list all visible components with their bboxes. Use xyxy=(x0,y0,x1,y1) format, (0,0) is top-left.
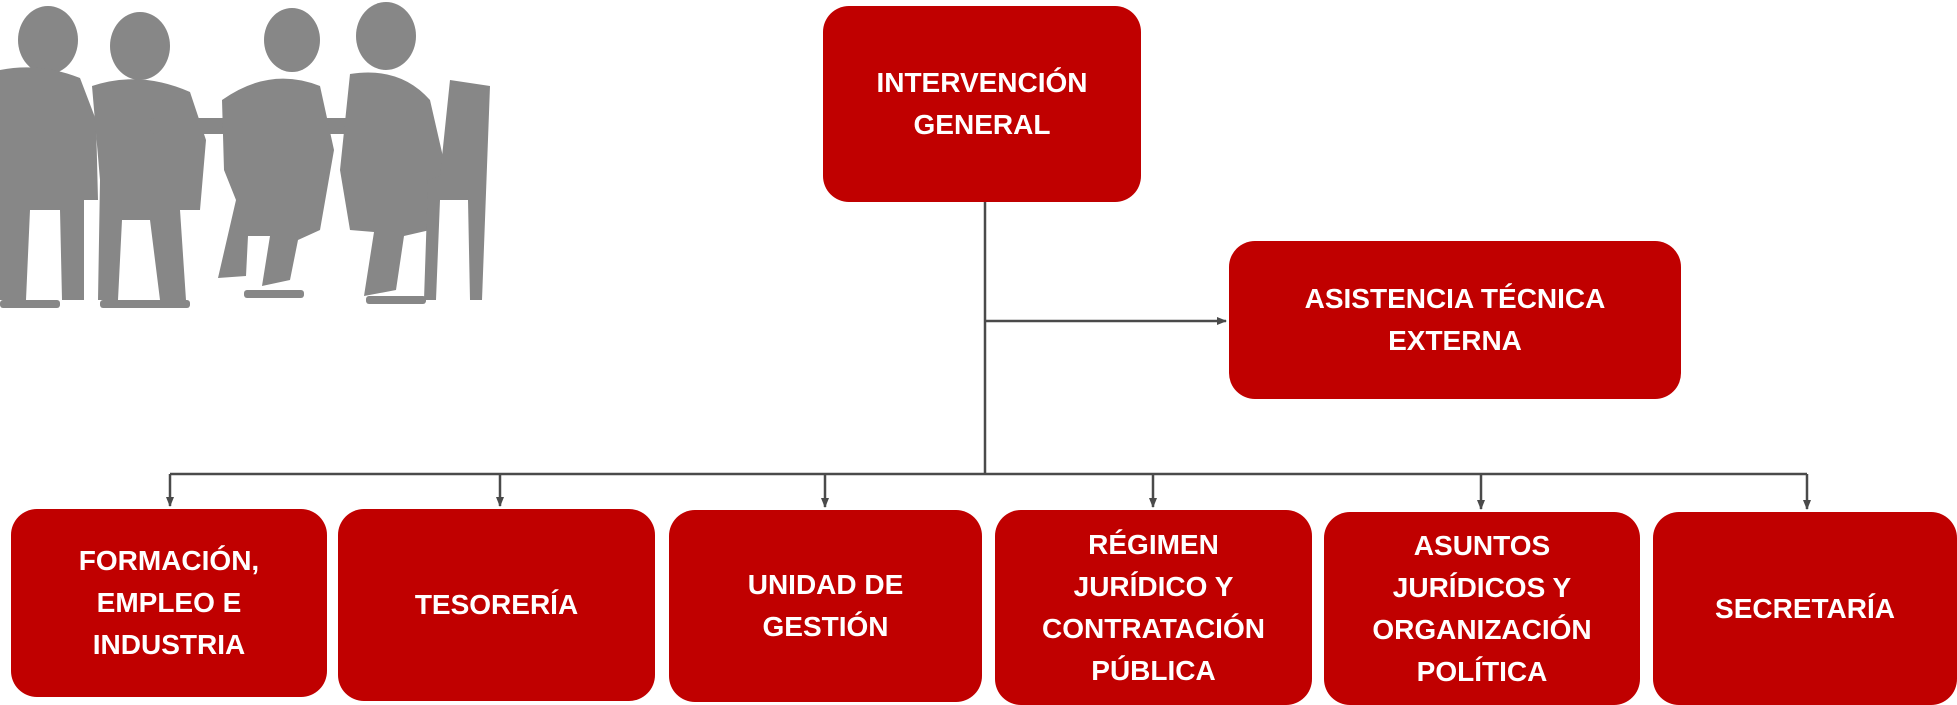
node-label: SECRETARÍA xyxy=(1715,592,1895,624)
meeting-people-silhouette-icon xyxy=(0,2,490,308)
node-formacion-empleo-industria[interactable]: FORMACIÓN, EMPLEO E INDUSTRIA xyxy=(11,509,327,697)
node-tesoreria[interactable]: TESORERÍA xyxy=(338,509,655,701)
node-asuntos-juridicos-organizacion[interactable]: ASUNTOS JURÍDICOS Y ORGANIZACIÓN POLÍTIC… xyxy=(1324,512,1640,705)
node-unidad-de-gestion[interactable]: UNIDAD DE GESTIÓN xyxy=(669,510,982,702)
node-label: TESORERÍA xyxy=(414,589,579,620)
node-regimen-juridico-contratacion[interactable]: RÉGIMEN JURÍDICO Y CONTRATACIÓN PÚBLICA xyxy=(995,510,1312,705)
node-label: RÉGIMEN JURÍDICO Y CONTRATACIÓN PÚBLICA xyxy=(1042,528,1265,686)
node-label: ASISTENCIA TÉCNICA EXTERNA xyxy=(1304,283,1606,356)
node-asistencia-tecnica-externa[interactable]: ASISTENCIA TÉCNICA EXTERNA xyxy=(1229,241,1681,399)
node-label: ASUNTOS JURÍDICOS Y ORGANIZACIÓN POLÍTIC… xyxy=(1372,529,1592,687)
node-label: UNIDAD DE GESTIÓN xyxy=(747,569,904,642)
node-label: INTERVENCIÓN GENERAL xyxy=(876,67,1088,140)
node-secretaria[interactable]: SECRETARÍA xyxy=(1653,512,1957,705)
node-label: FORMACIÓN, EMPLEO E INDUSTRIA xyxy=(78,545,260,660)
node-intervencion-general[interactable]: INTERVENCIÓN GENERAL xyxy=(823,6,1141,202)
